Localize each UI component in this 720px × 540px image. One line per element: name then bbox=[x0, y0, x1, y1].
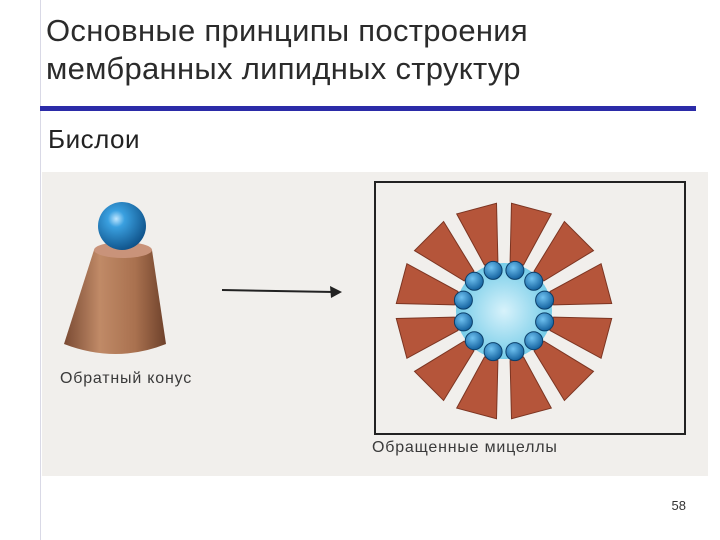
slide-title: Основные принципы построения мембранных … bbox=[46, 13, 528, 86]
slide-subtitle: Бислои bbox=[48, 124, 141, 154]
arrow-icon bbox=[221, 286, 342, 298]
figure-scan: Обратный конус Обращенные мицеллы bbox=[42, 172, 708, 476]
lipid-tail-wedge bbox=[413, 220, 475, 282]
polar-head-sphere bbox=[535, 290, 555, 310]
polar-head-sphere bbox=[524, 331, 544, 351]
polar-head-sphere bbox=[483, 342, 503, 362]
title-underline bbox=[40, 106, 696, 111]
inverted-cone-illustration bbox=[64, 202, 166, 354]
polar-head-sphere bbox=[453, 290, 473, 310]
polar-head-sphere bbox=[505, 342, 525, 362]
label-inverted-cone: Обратный конус bbox=[60, 370, 193, 387]
polar-head-sphere bbox=[505, 260, 525, 280]
lipid-tail-wedge bbox=[533, 220, 595, 282]
micelle-frame bbox=[374, 181, 686, 435]
polar-head-sphere bbox=[535, 312, 555, 332]
polar-head-sphere bbox=[464, 271, 484, 291]
polar-head-sphere bbox=[453, 312, 473, 332]
lipid-tail-wedge bbox=[413, 340, 475, 402]
page-number: 58 bbox=[671, 498, 686, 513]
inverted-micelle-illustration bbox=[395, 202, 613, 420]
decorative-rule bbox=[40, 0, 41, 540]
lipid-tail-wedge bbox=[533, 340, 595, 402]
polar-head-sphere bbox=[483, 260, 503, 280]
polar-head-sphere bbox=[464, 331, 484, 351]
figure-illustration bbox=[64, 181, 686, 435]
label-inverted-micelles: Обращенные мицеллы bbox=[372, 439, 558, 456]
polar-head-sphere bbox=[524, 271, 544, 291]
